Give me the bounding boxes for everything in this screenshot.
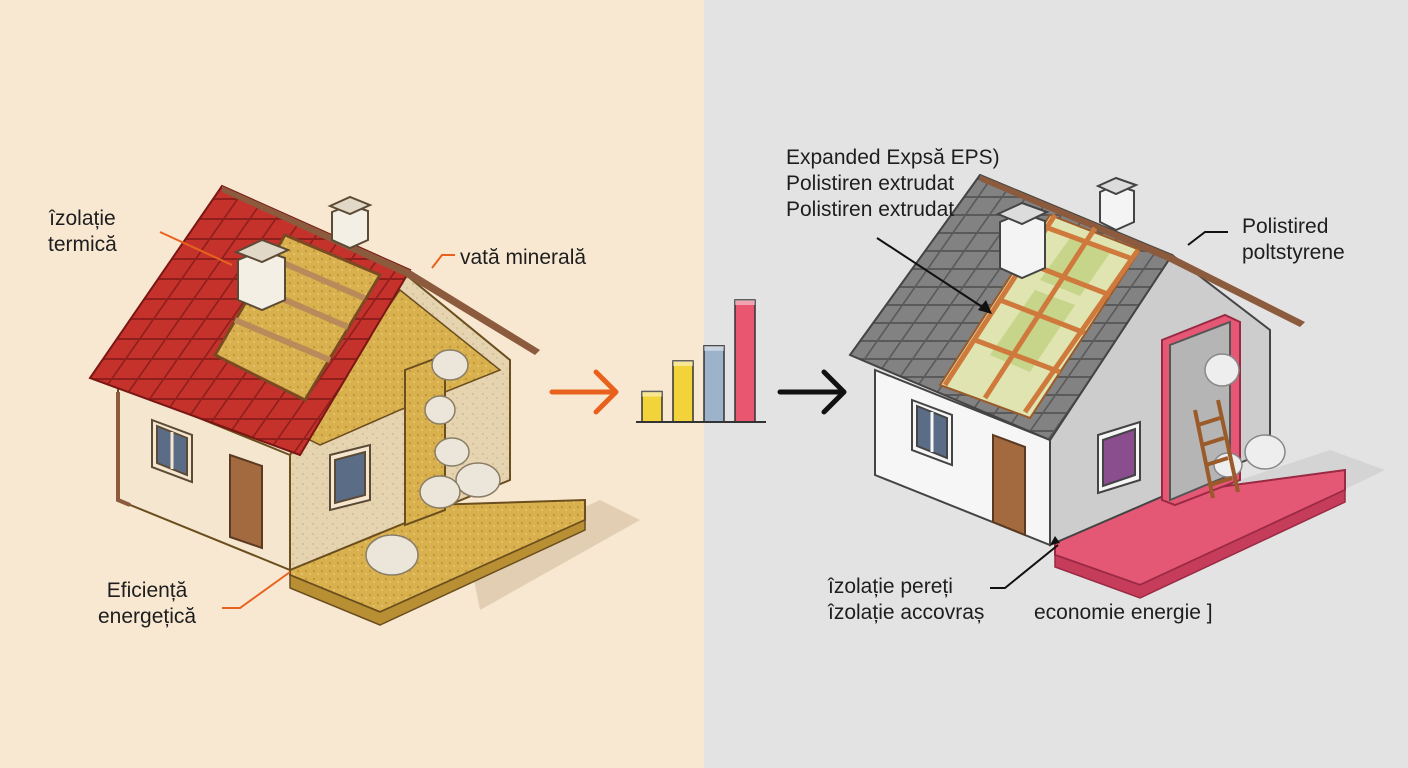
label-thermal-insulation: îzolație termică — [48, 206, 117, 258]
bar-cap-3 — [704, 345, 724, 351]
bar-cap-1 — [642, 391, 662, 397]
label-eps: Expanded Expsă EPS) Polistiren extrudat … — [786, 145, 1000, 223]
label-walls-line1: îzolație pereți — [828, 575, 953, 598]
label-wall-insulation: îzolație pereți îzolație accovraș — [828, 574, 984, 626]
arrow-orange — [549, 369, 619, 415]
right-ladder — [1193, 399, 1240, 499]
right-chimney-front — [995, 201, 1050, 280]
bar-4 — [734, 299, 756, 423]
label-mineral-wool-text: vată minerală — [460, 246, 587, 269]
label-thermal-line2: termică — [48, 233, 117, 256]
label-efficiency: Eficiență energețică — [98, 578, 196, 630]
bar-cap-4 — [735, 300, 755, 305]
label-energy-saving-text: economie energie ] — [1034, 601, 1213, 624]
label-eps-line3: Polistiren extrudat — [786, 198, 955, 221]
left-roof-edge — [222, 186, 540, 355]
left-window-front — [151, 418, 193, 484]
right-window-side — [1097, 420, 1141, 495]
label-efficiency-line2: energețică — [98, 605, 197, 628]
right-window-front — [911, 398, 953, 467]
right-leader-arrowhead-1 — [978, 300, 992, 314]
label-energy-saving: economie energie ] — [1034, 600, 1213, 626]
left-floor-slab-edge — [289, 518, 586, 626]
left-house — [88, 184, 640, 626]
left-downpipe — [116, 392, 131, 507]
left-shadow — [470, 500, 640, 610]
label-eps-line2: Polistiren extrudat — [786, 172, 955, 195]
right-leader-arrowhead-2 — [1050, 536, 1060, 545]
right-leaders — [876, 231, 1228, 589]
label-eps-line1: Expanded Expsă EPS) — [786, 146, 1000, 169]
left-chimney-front — [233, 238, 291, 312]
label-walls-line2: îzolație accovraș — [828, 601, 985, 624]
arrow-black — [777, 369, 847, 415]
bar-chart — [641, 299, 756, 423]
bar-2 — [672, 360, 694, 423]
bar-3 — [703, 345, 725, 423]
left-leaders — [159, 231, 455, 609]
label-polystyrene-line2: poltstyrene — [1242, 241, 1345, 264]
label-thermal-line1: îzolație — [49, 207, 116, 230]
right-house — [848, 173, 1385, 599]
label-polystyrene: Polistired poltstyrene — [1242, 214, 1345, 266]
right-chimney-back — [1095, 176, 1139, 232]
label-mineral-wool: vată minerală — [460, 245, 586, 271]
right-foam-slab-edge — [1054, 488, 1346, 599]
right-door — [992, 433, 1026, 537]
left-window-side — [329, 443, 371, 512]
left-chimney-back — [327, 195, 373, 250]
label-efficiency-line1: Eficiență — [106, 579, 188, 602]
left-door — [229, 453, 263, 550]
label-polystyrene-line1: Polistired — [1242, 215, 1329, 238]
bar-cap-2 — [673, 361, 693, 366]
right-roof-edge — [980, 175, 1305, 327]
left-wool-tufts — [365, 349, 501, 576]
